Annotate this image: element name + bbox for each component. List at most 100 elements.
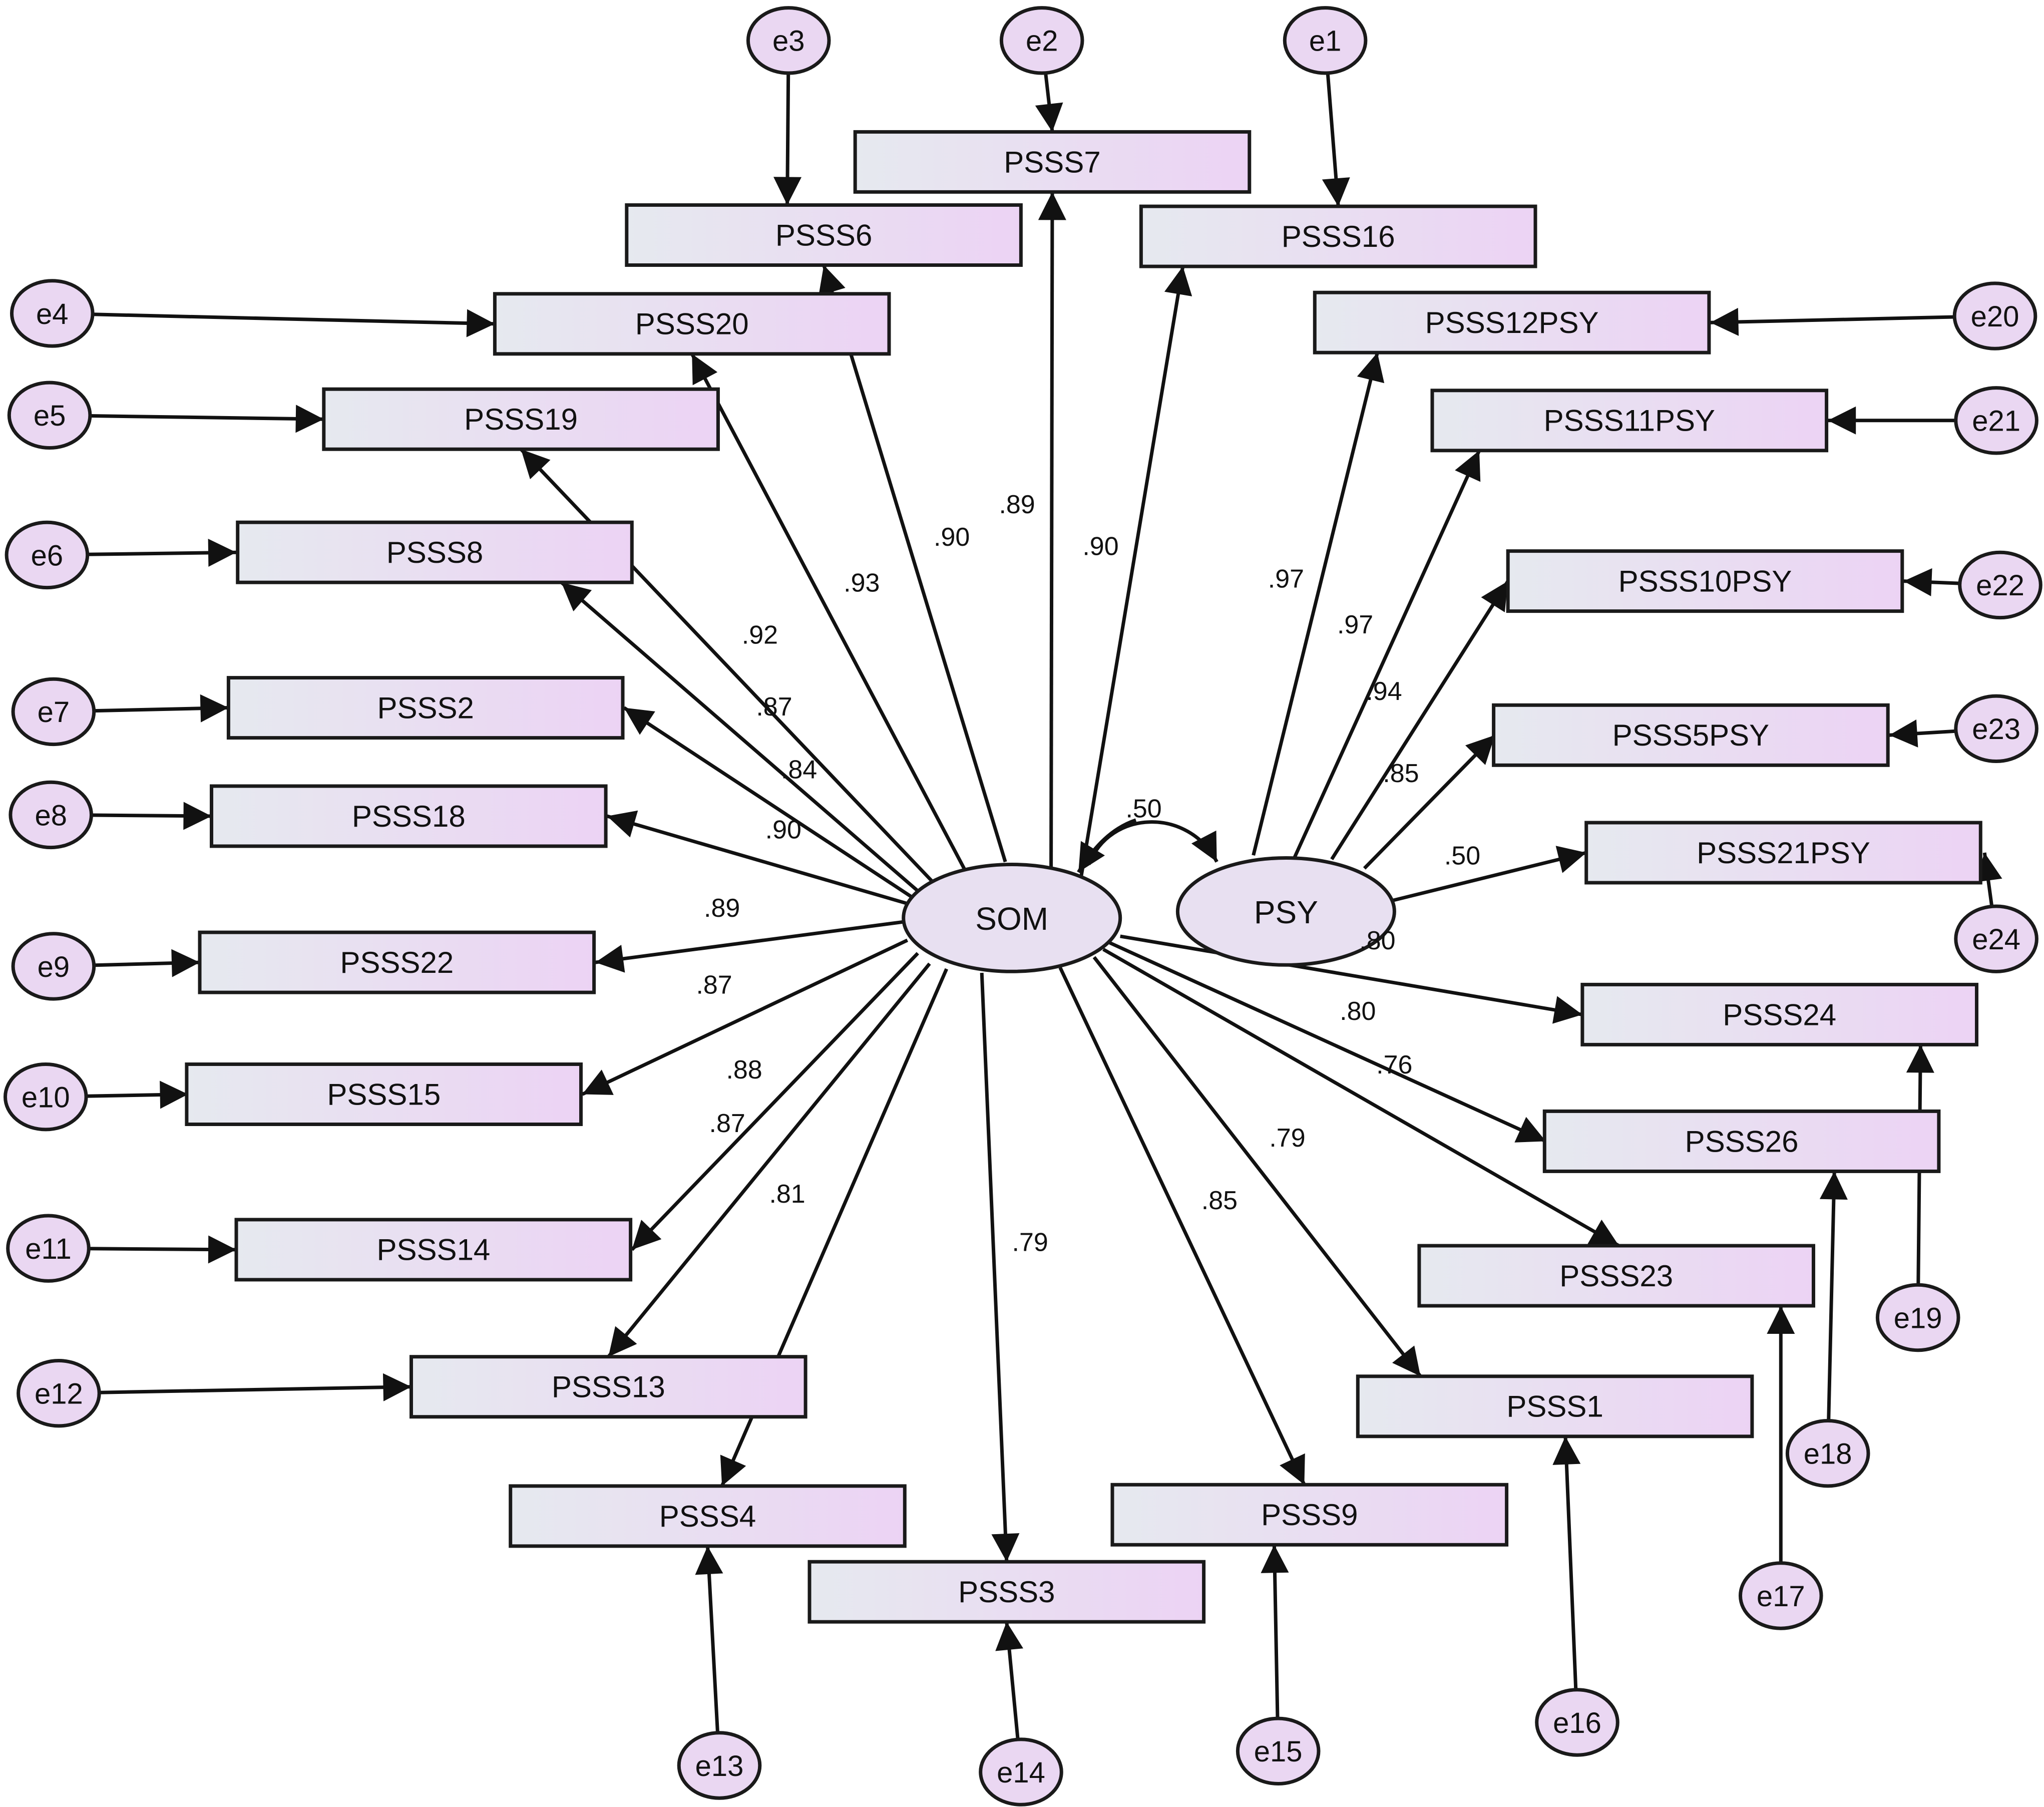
indicator-label: PSSS19 [464, 403, 578, 436]
error-node-e7[interactable] [11, 677, 96, 747]
indicator-box-psss9[interactable] [1110, 1483, 1509, 1547]
error-node-e9[interactable] [11, 932, 96, 1001]
error-node-e17[interactable] [1739, 1561, 1823, 1630]
loading-coefficient: .84 [781, 755, 817, 784]
error-node-e8[interactable] [9, 780, 93, 850]
indicator-box-psss1[interactable] [1356, 1374, 1754, 1438]
error-node-e5[interactable] [7, 381, 92, 450]
indicator-box-psss2[interactable] [226, 676, 625, 740]
indicator-box-psss3[interactable] [807, 1560, 1206, 1624]
indicator-box-psss7[interactable] [853, 130, 1252, 194]
loading-coefficient: .88 [726, 1055, 762, 1085]
indicator-box-psss4[interactable] [509, 1484, 907, 1548]
loading-coefficient: .87 [696, 971, 732, 1000]
loading-arrow-psss3 [980, 972, 1020, 1562]
error-node-e12[interactable] [17, 1359, 101, 1428]
loading-arrow-psss11psy [1291, 450, 1481, 863]
latent-node-psy[interactable] [1175, 856, 1396, 967]
error-arrow-e18 [1819, 1171, 1848, 1421]
error-label: e11 [25, 1233, 71, 1265]
indicator-box-psss23[interactable] [1417, 1244, 1815, 1308]
error-node-e6[interactable] [5, 520, 90, 590]
indicator-box-psss15[interactable] [185, 1062, 583, 1126]
loading-coefficient: .92 [742, 621, 778, 650]
indicator-box-psss18[interactable] [210, 784, 608, 848]
indicator-box-psss19[interactable] [322, 387, 720, 451]
loading-arrow-psss24 [1120, 934, 1583, 1024]
indicator-box-psss6[interactable] [625, 203, 1023, 267]
loading-arrow-psss2 [623, 706, 915, 900]
indicator-box-psss11psy[interactable] [1430, 389, 1829, 453]
indicator-box-psss16[interactable] [1139, 204, 1537, 268]
latent-node-som[interactable] [902, 863, 1122, 973]
error-label: e22 [1976, 569, 2024, 602]
error-arrow-e10 [86, 1080, 188, 1109]
error-label: e4 [36, 298, 69, 330]
indicator-box-psss24[interactable] [1580, 982, 1978, 1046]
indicator-label: PSSS23 [1559, 1259, 1673, 1293]
error-label: e18 [1804, 1438, 1852, 1471]
error-node-e20[interactable] [1952, 281, 2037, 350]
error-arrow-e4 [93, 309, 495, 337]
loading-coefficient: .76 [1376, 1050, 1412, 1079]
error-label: e7 [38, 696, 70, 729]
loading-coefficient: .79 [1012, 1228, 1048, 1257]
loading-arrow-psss12psy [1252, 352, 1385, 856]
error-node-e13[interactable] [677, 1731, 762, 1800]
error-node-e23[interactable] [1954, 694, 2038, 764]
loading-coefficient: .87 [756, 692, 792, 721]
loading-coefficient: .79 [1269, 1124, 1305, 1153]
loading-coefficient: .80 [1359, 926, 1395, 955]
labels-layer: PSSS7e2.89PSSS6e3.90PSSS16e1.90PSSS20e4.… [22, 25, 2024, 1789]
error-node-e3[interactable] [746, 6, 831, 75]
error-label: e3 [772, 25, 805, 58]
indicator-box-psss26[interactable] [1542, 1109, 1941, 1173]
error-node-e10[interactable] [4, 1062, 88, 1132]
error-node-e18[interactable] [1785, 1419, 1870, 1488]
indicator-label: PSSS24 [1723, 998, 1836, 1031]
error-node-e2[interactable] [999, 6, 1084, 75]
loading-arrow-psss8 [560, 581, 922, 895]
error-node-e22[interactable] [1958, 550, 2042, 620]
error-node-e15[interactable] [1236, 1716, 1321, 1786]
indicator-label: PSSS12PSY [1425, 306, 1599, 339]
error-arrow-e9 [94, 949, 200, 977]
indicator-label: PSSS16 [1282, 220, 1395, 253]
indicator-label: PSSS4 [659, 1500, 756, 1533]
correlation-arrow-back [1077, 818, 1137, 873]
error-node-e11[interactable] [6, 1214, 91, 1283]
error-label: e13 [695, 1750, 744, 1782]
loading-coefficient: .90 [765, 815, 801, 844]
loading-arrow-psss21psy [1390, 846, 1587, 903]
loading-coefficient: .81 [769, 1180, 805, 1209]
indicator-box-psss21psy[interactable] [1584, 821, 1982, 885]
error-node-e14[interactable] [979, 1737, 1063, 1806]
error-label: e21 [1972, 405, 2020, 438]
loading-coefficient: .97 [1337, 610, 1373, 639]
error-node-e16[interactable] [1535, 1688, 1619, 1757]
error-node-e19[interactable] [1875, 1283, 1960, 1352]
indicator-box-psss13[interactable] [410, 1355, 807, 1419]
indicator-box-psss5psy[interactable] [1492, 703, 1890, 767]
error-node-e1[interactable] [1283, 6, 1368, 75]
indicator-box-psss8[interactable] [236, 520, 634, 584]
loading-arrow-psss10psy [1330, 580, 1510, 860]
error-node-e24[interactable] [1954, 904, 2038, 973]
loading-coefficient: .89 [704, 894, 740, 923]
loading-coefficient: .85 [1383, 759, 1419, 788]
error-arrow-e15 [1261, 1545, 1289, 1719]
error-label: e8 [35, 799, 67, 832]
indicator-box-psss20[interactable] [493, 292, 891, 356]
error-node-e21[interactable] [1954, 386, 2038, 455]
loading-arrow-psss9 [1058, 967, 1306, 1486]
indicator-box-psss22[interactable] [198, 930, 596, 994]
loading-arrow-psss1 [1092, 956, 1422, 1377]
indicator-box-psss10psy[interactable] [1506, 549, 1904, 613]
loading-arrow-psss26 [1109, 941, 1547, 1143]
indicator-box-psss14[interactable] [234, 1218, 633, 1282]
indicator-box-psss12psy[interactable] [1313, 290, 1711, 354]
loading-arrow-psss18 [606, 810, 908, 906]
error-node-e4[interactable] [10, 279, 95, 348]
error-label: e2 [1026, 25, 1058, 58]
error-label: e10 [22, 1081, 70, 1114]
